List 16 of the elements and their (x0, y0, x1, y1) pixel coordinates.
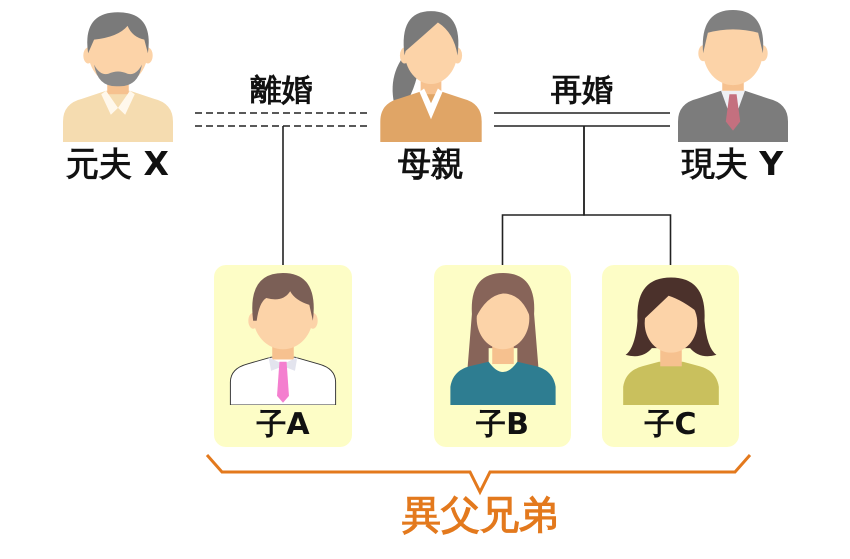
name-label: 子B (476, 408, 529, 442)
dashed-double-line (194, 112, 369, 127)
person-card (602, 265, 739, 447)
edge-label: 離婚 (250, 73, 312, 109)
edge-label: 再婚 (551, 73, 613, 109)
name-label: 子A (256, 408, 310, 442)
name-label: 母親 (398, 145, 464, 183)
name-label: 現夫 Y (682, 145, 784, 183)
name-label: 元夫 X (66, 145, 169, 183)
group-label: 異父兄弟 (402, 494, 558, 539)
double-line (493, 112, 671, 127)
connector-line (282, 126, 284, 265)
person-card (434, 265, 571, 447)
connector-line (583, 126, 672, 265)
person-card (214, 265, 352, 447)
name-label: 子C (644, 408, 697, 442)
